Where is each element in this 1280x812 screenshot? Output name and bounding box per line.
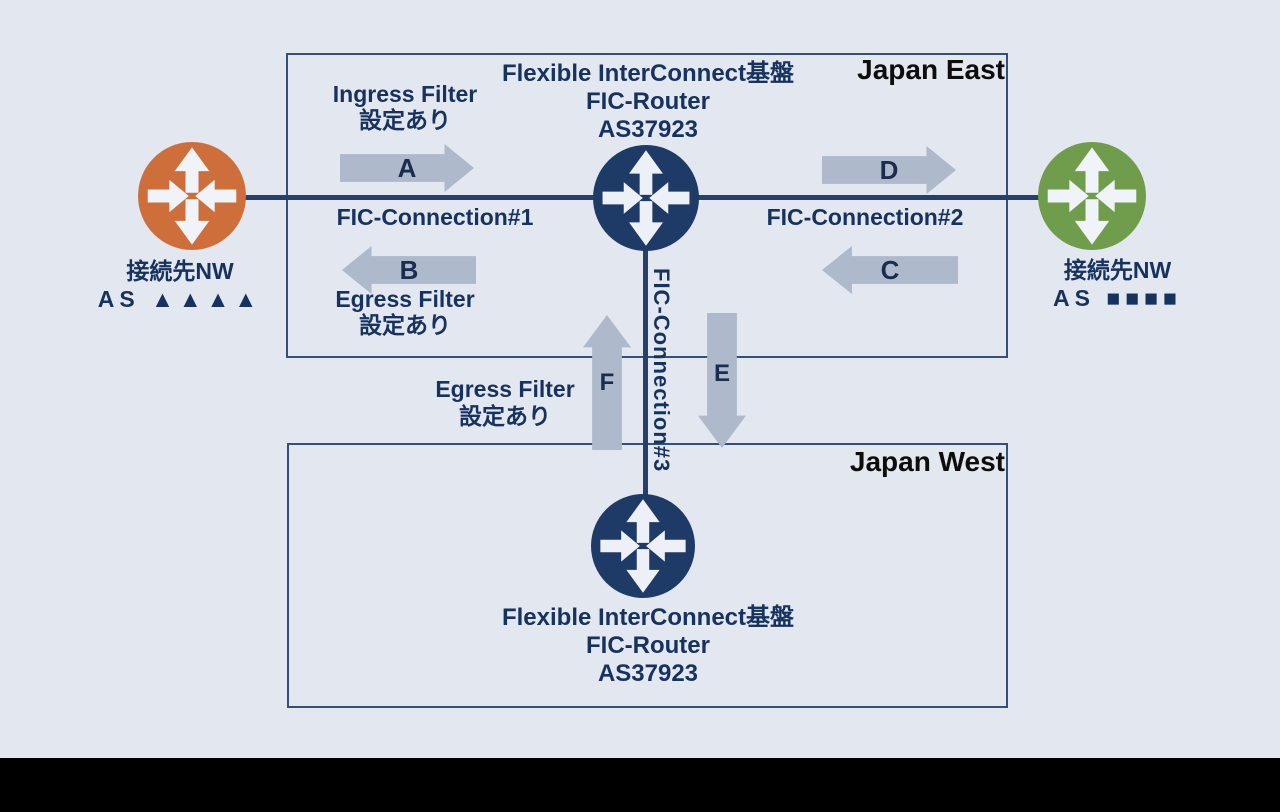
fic-router-title-east: Flexible InterConnect基盤 FIC-Router AS379…: [448, 60, 848, 144]
router-icon: [591, 494, 695, 598]
connection-line-vertical: [643, 200, 648, 496]
filter-label-line1: Egress Filter: [335, 286, 475, 312]
flow-arrow-b-label: B: [399, 254, 419, 285]
fic-router-title-west: Flexible InterConnect基盤 FIC-Router AS379…: [448, 604, 848, 688]
flow-arrow-d-label: D: [879, 154, 899, 185]
router-as-number: AS37923: [597, 116, 699, 143]
fic-connection-2-label: FIC-Connection#2: [766, 204, 964, 230]
router-icon: [1038, 142, 1146, 250]
japan-east-label: Japan East: [857, 54, 1005, 85]
filter-label-line2: 設定あり: [359, 107, 451, 133]
router-as-number: AS37923: [597, 660, 699, 687]
external-network-name-right: 接続先NW: [1063, 257, 1172, 283]
flow-arrow-c-label: C: [880, 254, 900, 285]
platform-title: Flexible InterConnect基盤: [501, 604, 795, 631]
external-network-as-left: AS ▲▲▲▲: [97, 286, 263, 312]
fic-connection-3-label: FIC-Connection#3: [649, 268, 674, 473]
external-network-router-icon-left: [138, 142, 246, 250]
router-name: FIC-Router: [586, 632, 710, 659]
fic-router-icon-west: [591, 494, 695, 598]
egress-filter-label-east: Egress Filter 設定あり: [305, 286, 505, 338]
japan-west-label: Japan West: [849, 446, 1005, 477]
ingress-filter-label: Ingress Filter 設定あり: [305, 81, 505, 133]
external-network-name-left: 接続先NW: [126, 258, 234, 284]
external-network-router-icon-right: [1038, 142, 1146, 250]
letterbox-bar: [0, 758, 1280, 812]
fic-connection-1-label: FIC-Connection#1: [336, 204, 534, 230]
router-icon: [138, 142, 246, 250]
platform-title: Flexible InterConnect基盤: [501, 60, 795, 87]
flow-arrow-f-label: F: [599, 368, 615, 396]
flow-arrow-e-label: E: [713, 359, 730, 387]
flow-arrow-a-label: A: [397, 152, 417, 183]
filter-label-line2: 設定あり: [359, 312, 451, 338]
router-icon: [593, 145, 699, 251]
filter-label-line1: Egress Filter: [435, 376, 575, 402]
egress-filter-label-west: Egress Filter 設定あり: [405, 376, 605, 430]
fic-router-icon-east: [593, 145, 699, 251]
filter-label-line1: Ingress Filter: [332, 81, 478, 107]
router-name: FIC-Router: [586, 88, 710, 115]
filter-label-line2: 設定あり: [459, 403, 551, 429]
external-network-as-right: AS ■■■■: [1053, 285, 1182, 311]
